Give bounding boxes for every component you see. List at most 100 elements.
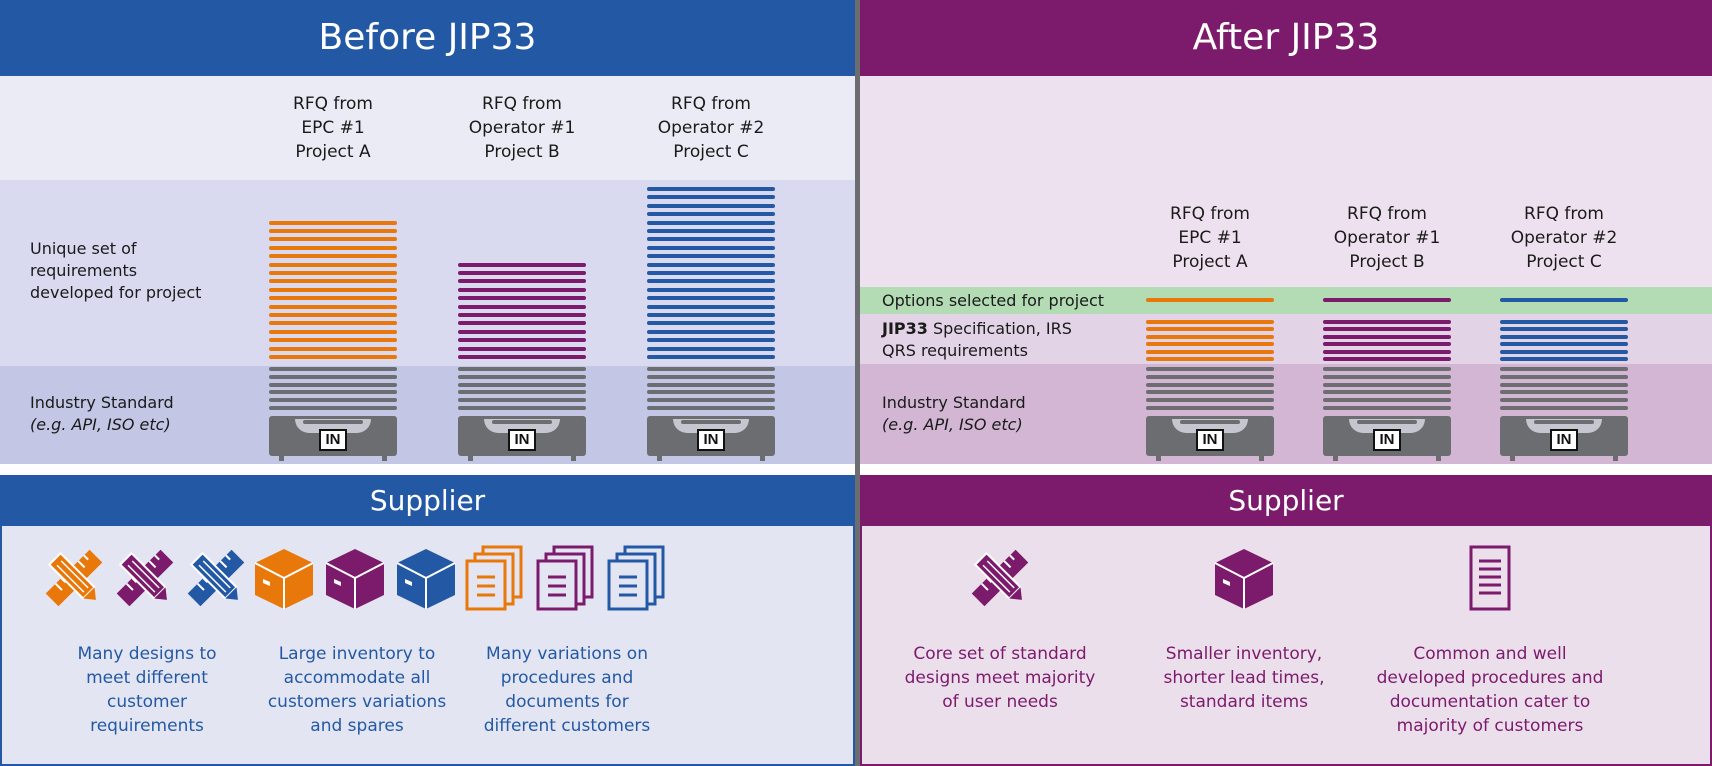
tray-bar <box>303 420 363 424</box>
options-label: Options selected for project <box>882 291 1105 310</box>
tray-bar <box>492 420 552 424</box>
tray-label: IN <box>1550 429 1578 451</box>
requirement-line <box>1500 382 1628 387</box>
requirement-line <box>458 382 586 387</box>
requirement-line <box>1323 390 1451 395</box>
requirement-line <box>269 254 397 259</box>
requirement-line <box>269 390 397 395</box>
requirement-line <box>1146 374 1274 379</box>
requirement-line <box>1146 390 1274 395</box>
tray-bar <box>1180 420 1240 424</box>
tray-foot <box>1436 456 1441 461</box>
requirement-line <box>269 321 397 326</box>
tray-foot <box>279 456 284 461</box>
requirement-line <box>647 212 775 217</box>
requirement-line <box>647 367 775 371</box>
requirement-line <box>647 313 775 317</box>
industry-standard-tray: IN <box>647 416 775 461</box>
requirement-line <box>647 382 775 387</box>
before-title: Before JIP33 <box>318 17 537 58</box>
requirement-line <box>1146 367 1274 371</box>
requirement-line <box>1323 298 1451 302</box>
before-industry-label: Industry Standard(e.g. API, ISO etc) <box>30 393 174 434</box>
requirement-line <box>1500 357 1628 361</box>
requirement-line <box>1146 319 1274 324</box>
requirement-line <box>1323 374 1451 379</box>
requirement-line <box>1323 334 1451 339</box>
requirement-line <box>1323 349 1451 354</box>
design-tools-icon <box>183 545 249 611</box>
tray-foot <box>1156 456 1161 461</box>
requirement-line <box>647 346 775 351</box>
requirement-line <box>269 304 397 309</box>
documents-icon <box>532 545 598 611</box>
requirement-line <box>647 390 775 395</box>
supplier-caption: Smaller inventory,shorter lead times,sta… <box>1163 644 1325 712</box>
requirement-line <box>1146 357 1274 361</box>
requirement-line <box>269 406 397 410</box>
requirement-line <box>269 398 397 403</box>
requirement-line <box>647 296 775 301</box>
requirement-line <box>269 382 397 387</box>
requirement-line <box>269 338 397 343</box>
requirement-line <box>458 271 586 275</box>
requirement-line <box>1323 406 1451 410</box>
documents-icon <box>603 545 669 611</box>
requirement-line <box>458 296 586 301</box>
tray-foot <box>468 456 473 461</box>
requirement-line <box>1500 374 1628 379</box>
box-icon <box>251 545 317 611</box>
requirement-line <box>647 237 775 242</box>
requirement-line <box>647 329 775 334</box>
requirement-line <box>647 271 775 275</box>
requirement-line <box>1146 298 1274 302</box>
design-tools-icon <box>112 545 178 611</box>
tray-label: IN <box>1196 429 1224 451</box>
industry-standard-tray: IN <box>1323 416 1451 461</box>
requirement-line <box>458 374 586 379</box>
requirement-line <box>1146 382 1274 387</box>
box-icon <box>1211 545 1277 611</box>
requirement-line <box>1323 342 1451 346</box>
requirement-line <box>647 229 775 233</box>
requirement-line <box>269 220 397 225</box>
requirement-line <box>269 271 397 275</box>
requirement-line <box>458 321 586 326</box>
requirement-line <box>647 338 775 343</box>
after-supplier-header: Supplier <box>860 475 1712 526</box>
tray-label: IN <box>1373 429 1401 451</box>
requirement-line <box>1323 357 1451 361</box>
requirement-line <box>1146 406 1274 410</box>
design-tools-icon <box>41 545 107 611</box>
requirement-line <box>269 287 397 292</box>
requirement-line <box>269 245 397 250</box>
requirement-line <box>458 390 586 395</box>
industry-standard-tray: IN <box>1500 416 1628 461</box>
requirement-line <box>1500 319 1628 324</box>
requirement-line <box>1323 319 1451 324</box>
requirement-line <box>647 262 775 267</box>
requirement-line <box>458 287 586 292</box>
requirement-line <box>269 296 397 301</box>
after-title: After JIP33 <box>1192 17 1380 58</box>
requirement-line <box>269 279 397 284</box>
tray-foot <box>657 456 662 461</box>
requirement-line <box>458 262 586 267</box>
requirement-line <box>1323 327 1451 331</box>
requirement-line <box>1323 382 1451 387</box>
requirement-line <box>647 203 775 208</box>
requirement-line <box>1500 367 1628 371</box>
requirement-line <box>458 398 586 403</box>
box-icon <box>322 545 388 611</box>
requirement-line <box>1323 398 1451 403</box>
tray-foot <box>382 456 387 461</box>
requirement-line <box>269 237 397 242</box>
requirement-line <box>1500 342 1628 346</box>
tray-foot <box>760 456 765 461</box>
requirement-line <box>1146 342 1274 346</box>
tray-label: IN <box>697 429 725 451</box>
requirement-line <box>458 338 586 343</box>
